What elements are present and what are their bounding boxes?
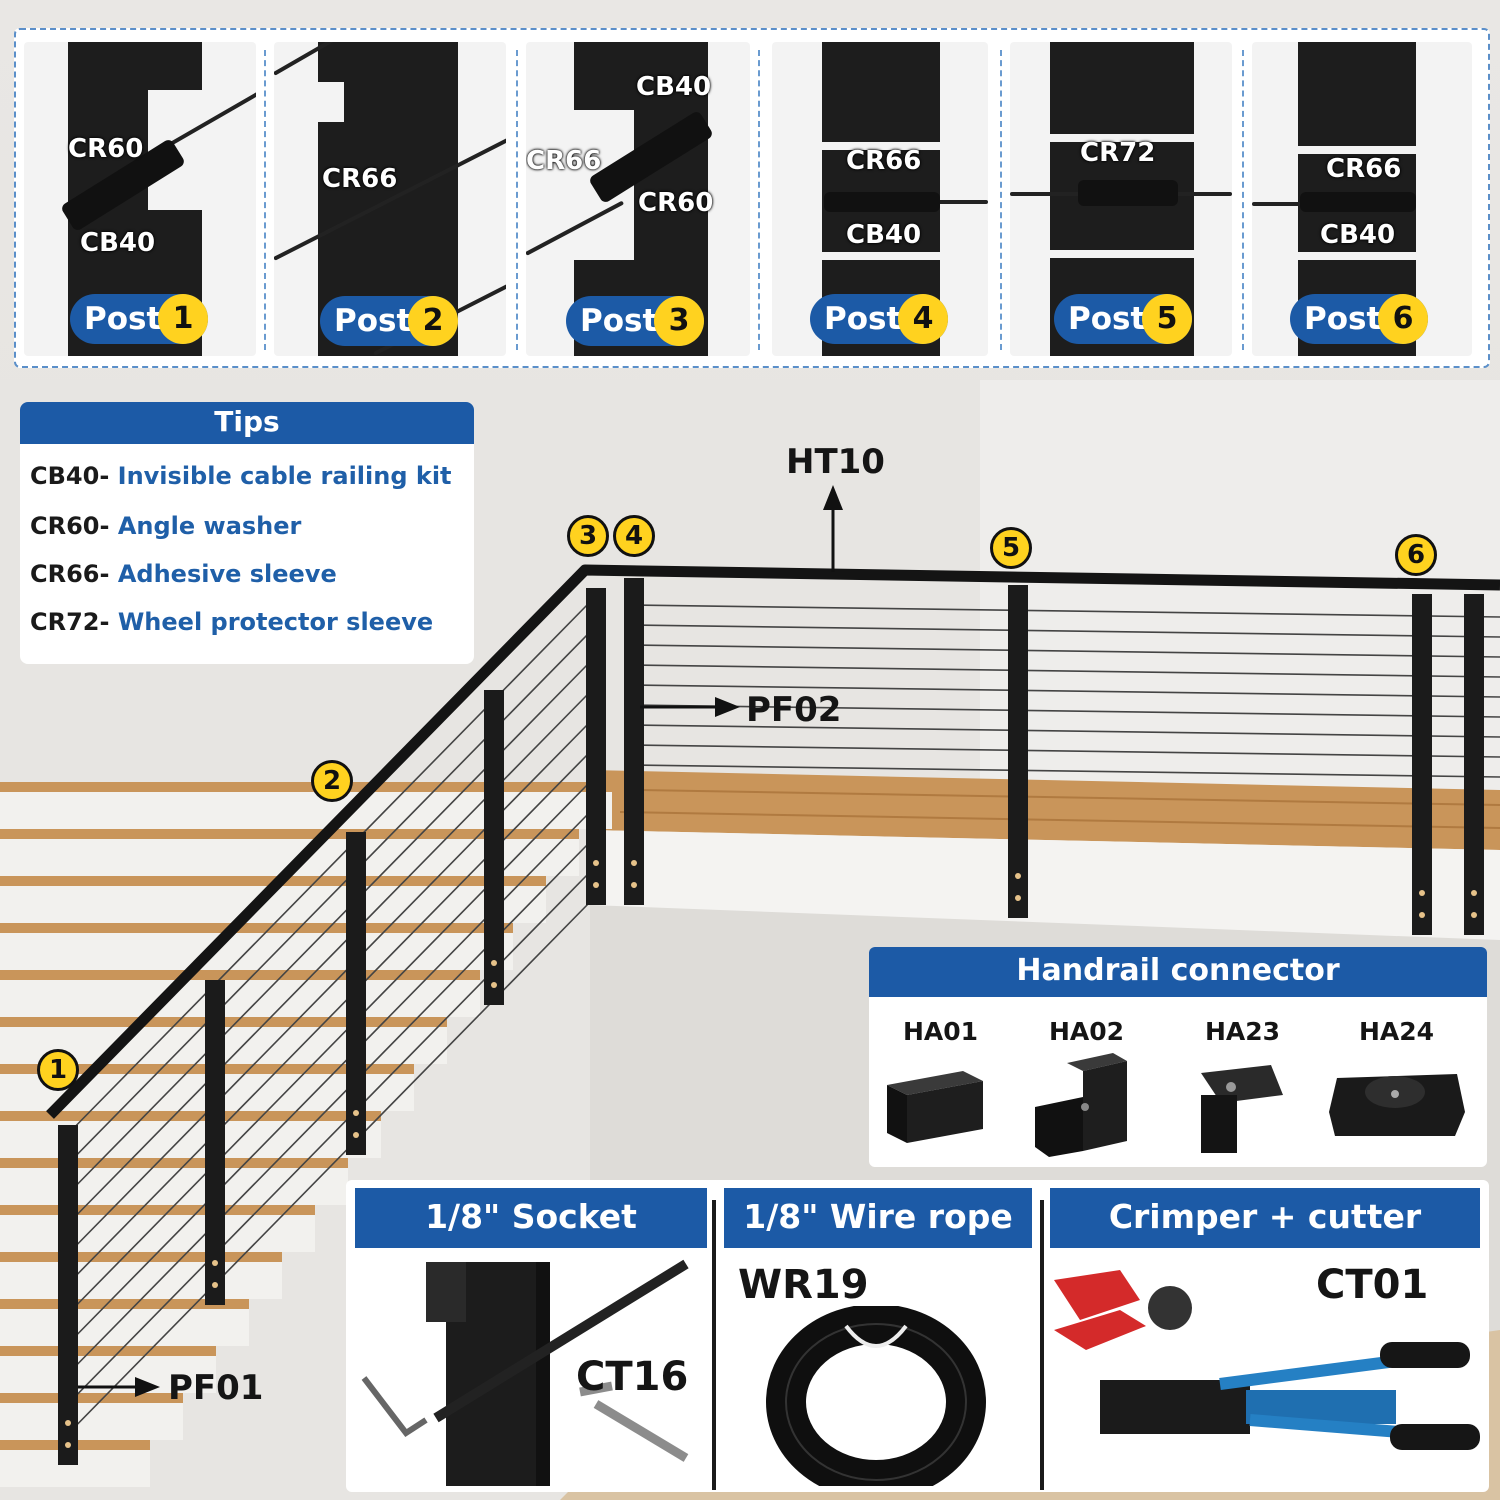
post-panel-4: CR66 CB40 Post 4 (772, 42, 988, 356)
post-types-strip: CR60 CB40 Post 1 CR66 Post 2 CB40 CR66 C… (14, 28, 1490, 368)
tip-desc: Angle washer (117, 512, 302, 540)
deck-cables (629, 604, 1500, 778)
connector-label-ha23: HA23 (1205, 1017, 1281, 1046)
post-2-code-1: CR66 (322, 164, 398, 194)
handrail-connector-box: Handrail connector HA01 HA02 HA23 HA24 (869, 947, 1487, 1167)
post-6-code-2: CB40 (1320, 220, 1396, 250)
railing-posts (58, 578, 1484, 1465)
pf01-label: PF01 (168, 1368, 264, 1408)
post-4-label: Post (824, 301, 902, 337)
post-marker-2: 2 (311, 760, 353, 802)
tip-code: CB40 (30, 462, 100, 490)
post-3-label: Post (580, 303, 658, 339)
post-1-label: Post (84, 301, 162, 337)
tip-row: CR60- Angle washer (30, 512, 302, 540)
tip-code: CR72 (30, 608, 100, 636)
post-panel-2: CR66 Post 2 (274, 42, 506, 356)
tool-title-socket-wrench: 1/8" Socket wrench (355, 1188, 707, 1294)
tool-code-ct01: CT01 (1316, 1262, 1429, 1308)
upper-deck-floor (590, 770, 1500, 850)
socket-wrench-image (361, 1259, 689, 1486)
post-5-number: 5 (1142, 294, 1192, 344)
post-2-label: Post (334, 303, 412, 339)
post-5-label: Post (1068, 301, 1146, 337)
tool-title-crimper-cutter: Crimper + cutter (1050, 1188, 1480, 1248)
handrail (46, 564, 1500, 1119)
post-5-code-1: CR72 (1080, 138, 1156, 168)
post-marker-6: 6 (1395, 534, 1437, 576)
post-marker-5: 5 (990, 527, 1032, 569)
handrail-connector-title: Handrail connector (869, 947, 1487, 997)
tip-desc: Wheel protector sleeve (117, 608, 434, 636)
connector-ha23-image (1201, 1065, 1283, 1153)
post-3-badge: Post 3 (566, 296, 704, 346)
tips-title: Tips (20, 402, 474, 444)
post-panel-6: CR66 CB40 Post 6 (1252, 42, 1472, 356)
post-panel-3: CB40 CR66 CR60 Post 3 (526, 42, 750, 356)
post-2-badge: Post 2 (320, 296, 458, 346)
post-marker-1: 1 (37, 1049, 79, 1091)
post-5-badge: Post 5 (1054, 294, 1192, 344)
post-1-badge: Post 1 (70, 294, 208, 344)
tip-desc: Invisible cable railing kit (117, 462, 452, 490)
tip-row: CB40- Invisible cable railing kit (30, 462, 452, 490)
post-2-number: 2 (408, 296, 458, 346)
pf02-label: PF02 (746, 690, 842, 730)
wire-rope-image (766, 1306, 986, 1486)
post-1-code-1: CR60 (68, 134, 144, 164)
post-3-code-1: CB40 (636, 72, 712, 102)
post-6-number: 6 (1378, 294, 1428, 344)
post-1-code-2: CB40 (80, 228, 156, 258)
post-4-code-2: CB40 (846, 220, 922, 250)
connector-label-ha02: HA02 (1049, 1017, 1125, 1046)
post-panel-1: CR60 CB40 Post 1 (24, 42, 256, 356)
tip-row: CR66- Adhesive sleeve (30, 560, 337, 588)
tip-row: CR72- Wheel protector sleeve (30, 608, 434, 636)
tool-code-ct16: CT16 (576, 1354, 689, 1400)
post-4-code-1: CR66 (846, 146, 922, 176)
tip-code: CR66 (30, 560, 100, 588)
post-4-number: 4 (898, 294, 948, 344)
post-panel-5: CR72 Post 5 (1010, 42, 1232, 356)
post-6-label: Post (1304, 301, 1382, 337)
post-marker-4: 4 (613, 515, 655, 557)
connector-label-ha01: HA01 (903, 1017, 979, 1046)
tool-title-wire-rope: 1/8" Wire rope (724, 1188, 1032, 1248)
tip-desc: Adhesive sleeve (117, 560, 337, 588)
post-3-code-3: CR60 (638, 188, 714, 218)
connector-ha01-image (887, 1071, 983, 1143)
post-1-number: 1 (158, 294, 208, 344)
tips-box: Tips CB40- Invisible cable railing kit C… (20, 402, 474, 664)
handrail-label: HT10 (786, 442, 885, 482)
connector-ha24-image (1329, 1074, 1465, 1136)
post-3-code-2: CR66 (526, 146, 602, 176)
post-6-code-1: CR66 (1326, 154, 1402, 184)
connector-ha02-image (1035, 1053, 1127, 1157)
tip-code: CR60 (30, 512, 100, 540)
tool-code-wr19: WR19 (738, 1262, 869, 1308)
tools-box: 1/8" Socket wrench 1/8" Wire rope Crimpe… (346, 1180, 1489, 1492)
post-6-badge: Post 6 (1290, 294, 1428, 344)
post-marker-3: 3 (567, 515, 609, 557)
connector-label-ha24: HA24 (1359, 1017, 1435, 1046)
crimper-cutter-image (1054, 1270, 1480, 1450)
post-4-badge: Post 4 (810, 294, 948, 344)
post-3-number: 3 (654, 296, 704, 346)
